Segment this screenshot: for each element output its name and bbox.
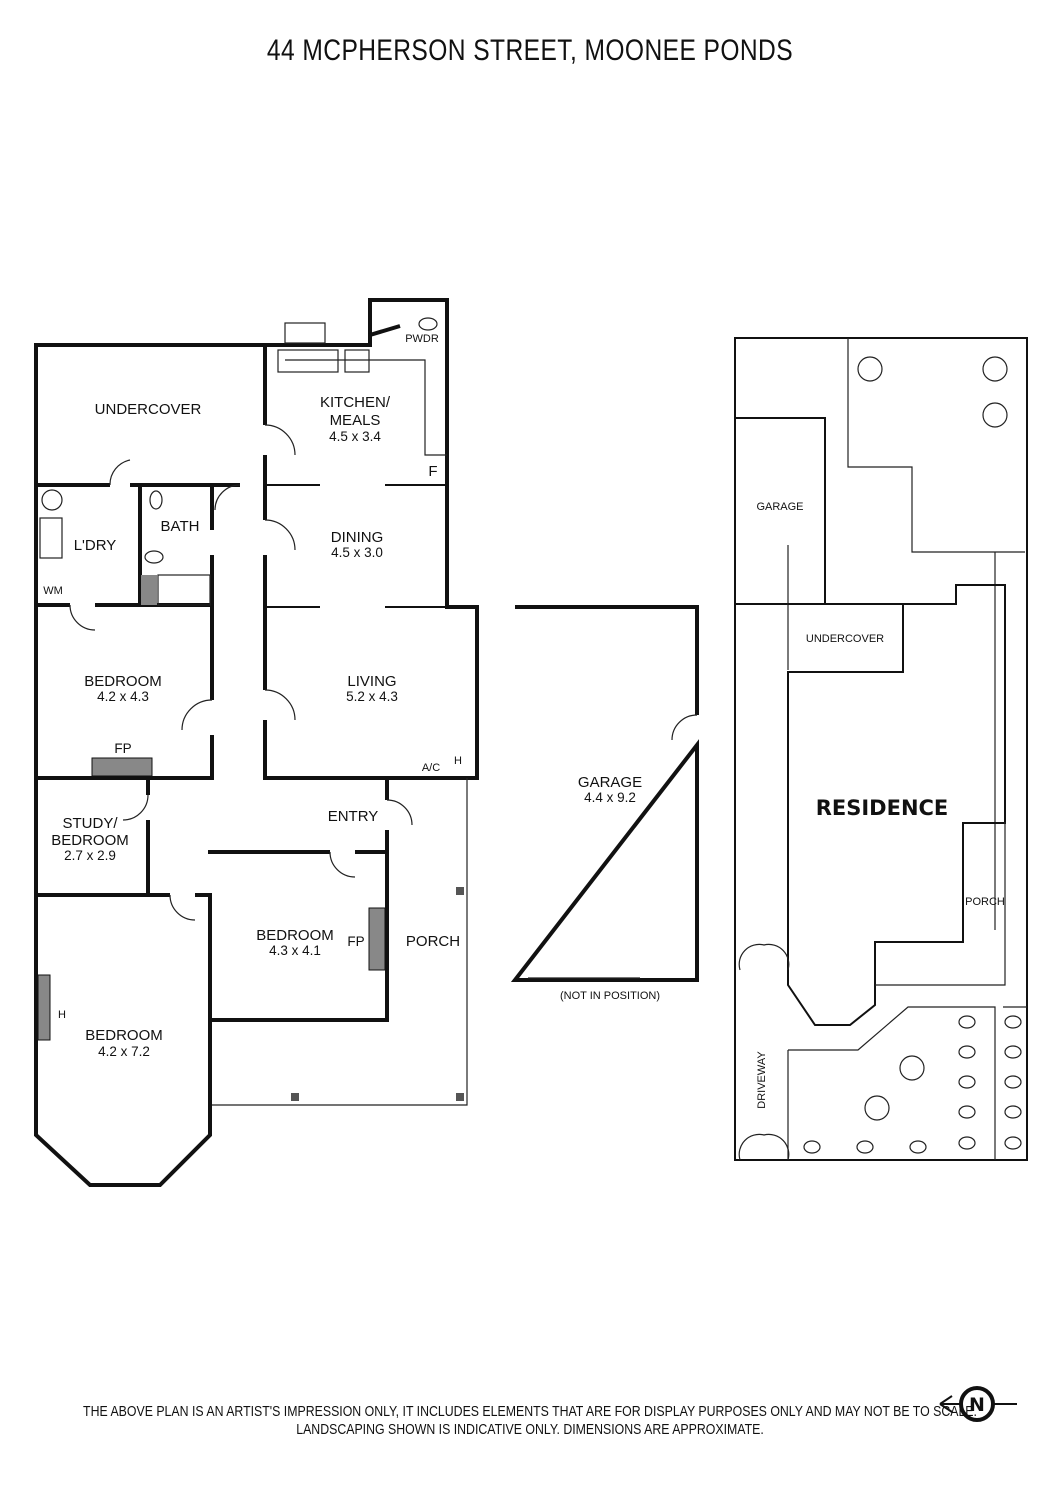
cooktop-icon — [344, 349, 370, 373]
garage-dimensions: 4.4 x 9.2 — [584, 790, 636, 805]
porch-outline — [212, 778, 468, 1106]
bedroom1-label: BEDROOM — [84, 673, 162, 690]
post-icon — [291, 1093, 299, 1101]
living-label: LIVING — [347, 673, 396, 690]
plan-title: 44 MCPHERSON STREET, MOONEE PONDS — [266, 34, 794, 67]
sink-icon — [277, 349, 339, 373]
shower-icon — [157, 574, 211, 606]
bedroom1-walls — [36, 485, 214, 780]
heater-icon — [37, 974, 51, 1041]
main-house-plan: UNDERCOVER KITCHEN/ MEALS 4.5 x 3.4 F PW… — [34, 298, 479, 1187]
north-arrow-icon: N — [939, 1386, 1017, 1422]
dining-dimensions: 4.5 x 3.0 — [331, 545, 383, 560]
tree-icon — [982, 356, 1008, 382]
living-heater-label: H — [454, 755, 462, 767]
toilet-icon — [418, 317, 438, 331]
bedroom3-heater-label: H — [58, 1009, 66, 1021]
residence-outline — [787, 584, 1006, 1026]
tree-icon — [864, 1095, 890, 1121]
study-walls — [36, 778, 212, 1020]
living-dimensions: 5.2 x 4.3 — [346, 689, 398, 704]
ac-label: A/C — [422, 762, 440, 774]
site-garage — [734, 417, 826, 605]
porch-label: PORCH — [406, 933, 460, 950]
kitchen-dimensions: 4.5 x 3.4 — [329, 429, 381, 444]
bedroom1-fp-label: FP — [114, 741, 131, 756]
washing-machine-label: WM — [43, 585, 63, 597]
hall-east-wall — [263, 485, 387, 780]
site-boundary — [734, 337, 1028, 1161]
toilet-icon — [144, 550, 164, 564]
site-driveway-label: DRIVEWAY — [756, 1051, 768, 1109]
shower-hatch — [141, 575, 157, 605]
disclaimer: THE ABOVE PLAN IS AN ARTIST'S IMPRESSION… — [80, 1403, 981, 1439]
tree-icon — [899, 1055, 925, 1081]
site-undercover-label: UNDERCOVER — [806, 633, 884, 645]
door-swings — [69, 424, 413, 921]
gate-swings — [738, 943, 790, 1161]
bedroom2-dimensions: 4.3 x 4.1 — [269, 943, 321, 958]
post-icon — [456, 1093, 464, 1101]
north-letter: N — [969, 1394, 985, 1416]
bedroom2-walls — [208, 778, 389, 1022]
post-icon — [456, 887, 464, 895]
entry-label: ENTRY — [328, 808, 379, 825]
garage-position-note: (NOT IN POSITION) — [560, 990, 660, 1002]
landscape-outlines — [787, 822, 1027, 1160]
bedroom3-label: BEDROOM — [85, 1027, 163, 1044]
pwdr-label: PWDR — [405, 333, 439, 345]
garden-bed-outline — [847, 338, 1025, 930]
kitchen-label-2: MEALS — [330, 412, 381, 429]
dining-label: DINING — [331, 529, 384, 546]
pwdr-wall — [368, 324, 401, 345]
study-dimensions: 2.7 x 2.9 — [64, 848, 116, 863]
study-label-2: BEDROOM — [51, 832, 129, 849]
fireplace-icon — [91, 757, 153, 777]
bedroom1-dimensions: 4.2 x 4.3 — [97, 689, 149, 704]
site-garage-label: GARAGE — [756, 501, 803, 513]
disclaimer-line-1: THE ABOVE PLAN IS AN ARTIST'S IMPRESSION… — [83, 1404, 977, 1420]
laundry-label: L'DRY — [74, 537, 117, 554]
study-label: STUDY/ — [62, 815, 118, 832]
tree-icons — [857, 356, 1008, 1121]
tree-icon — [857, 356, 883, 382]
fridge-label: F — [428, 463, 437, 480]
toilet-icon — [149, 490, 163, 510]
site-porch-label: PORCH — [965, 896, 1005, 908]
fireplace-icon — [368, 907, 386, 971]
shrub-icons — [803, 1015, 1022, 1154]
bath-label: BATH — [161, 518, 200, 535]
bedroom2-label: BEDROOM — [256, 927, 334, 944]
kitchen-bench — [285, 359, 447, 456]
washing-machine-icon — [41, 489, 63, 511]
garage-outline — [510, 605, 699, 982]
kitchen-label: KITCHEN/ — [320, 394, 391, 411]
bedroom3-dimensions: 4.2 x 7.2 — [98, 1044, 150, 1059]
site-residence-label: RESIDENCE — [816, 796, 949, 820]
tree-icon — [982, 402, 1008, 428]
undercover-outline — [34, 343, 265, 480]
garage-door — [528, 714, 698, 979]
site-plan: GARAGE UNDERCOVER RESIDENCE PORCH DRIVEW… — [734, 337, 1028, 1161]
bedroom2-fp-label: FP — [347, 934, 364, 949]
undercover-label: UNDERCOVER — [95, 401, 202, 418]
disclaimer-line-2: LANDSCAPING SHOWN IS INDICATIVE ONLY. DI… — [296, 1422, 764, 1438]
laundry-tub-icon — [39, 517, 63, 559]
house-west-wall — [34, 480, 212, 1187]
garage-plan: GARAGE 4.4 x 9.2 (NOT IN POSITION) — [510, 605, 699, 1002]
garage-label: GARAGE — [578, 774, 642, 791]
outdoor-sink-icon — [284, 322, 326, 344]
